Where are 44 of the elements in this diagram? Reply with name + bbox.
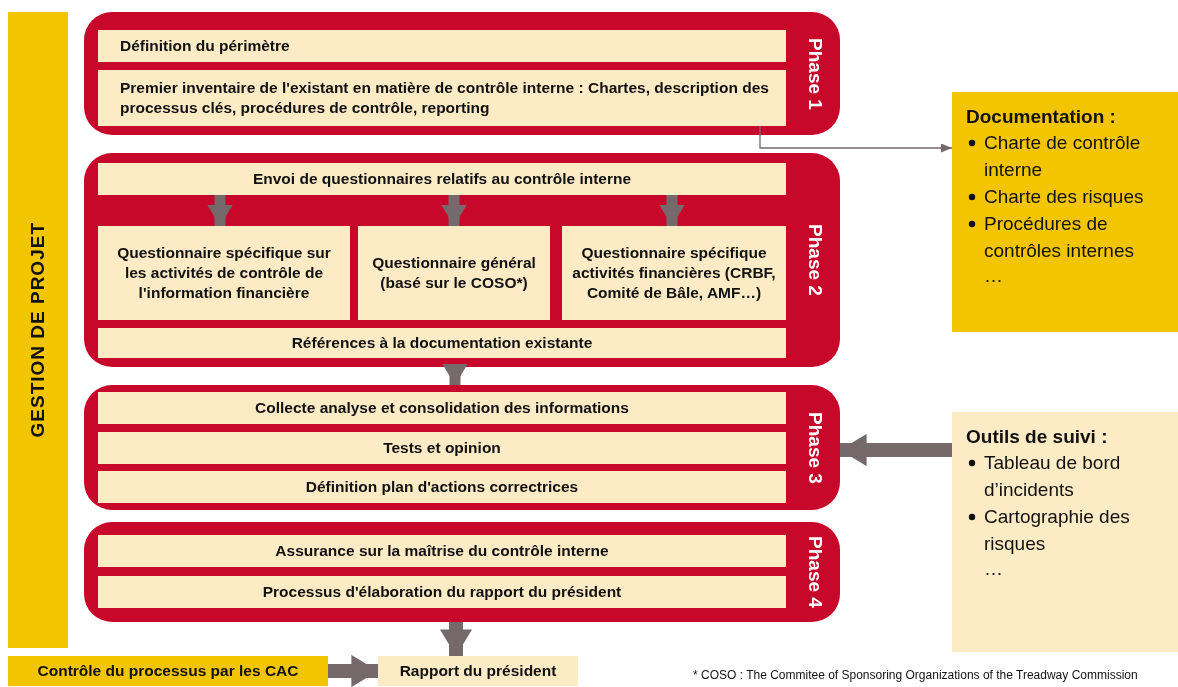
panel-heading: Outils de suivi : — [966, 426, 1109, 448]
arrow — [659, 195, 685, 226]
phase-panel — [84, 385, 840, 510]
process-step: Premier inventaire de l'existant en matière de contrôle interne : Chartes, description des processus clés, procédures de contrôle, reporting — [98, 70, 786, 126]
arrow — [840, 433, 952, 467]
ellipsis-text: … — [983, 264, 1004, 287]
process-step: Définition du périmètre — [98, 30, 786, 62]
ellipsis-text: … — [983, 557, 1004, 580]
process-step: Questionnaire spécifique activités financières (CRBF, Comité de Bâle, AMF…) — [562, 226, 786, 320]
note-panel — [952, 92, 1178, 332]
arrow — [442, 364, 468, 385]
phase-title: Phase 1 — [804, 37, 826, 110]
process-step: Rapport du président — [378, 656, 578, 686]
arrow — [759, 125, 953, 153]
list-item: Cartographie des risques — [984, 504, 1131, 556]
list-item: Charte des risques — [984, 184, 1144, 209]
process-step: Tests et opinion — [98, 432, 786, 464]
phase-title: Phase 4 — [804, 536, 826, 608]
band-title: GESTION DE PROJET — [27, 222, 49, 438]
footnote: * COSO : The Commitee of Sponsoring Organizations of the Treadway Commission — [693, 668, 1138, 682]
list-item: Tableau de bord d’incidents — [984, 451, 1122, 502]
process-step: Références à la documentation existante — [98, 328, 786, 358]
process-step: Questionnaire spécifique sur les activités de contrôle de l'information financière — [98, 226, 350, 320]
process-step: Assurance sur la maîtrise du contrôle interne — [98, 535, 786, 567]
project-band — [8, 12, 68, 648]
process-step: Définition plan d'actions correctrices — [98, 471, 786, 503]
phase-panel — [84, 153, 840, 367]
process-step: Questionnaire général (basé sur le COSO*) — [358, 226, 550, 320]
list-item: Procédures de contrôles internes — [984, 211, 1135, 263]
process-step: Collecte analyse et consolidation des informations — [98, 392, 786, 424]
phase-title: Phase 3 — [804, 411, 826, 484]
panel-heading: Documentation : — [966, 106, 1117, 128]
phase-panel — [84, 12, 840, 135]
process-step: Processus d'élaboration du rapport du président — [98, 576, 786, 608]
list-item: Charte de contrôle interne — [984, 131, 1142, 182]
process-step: Contrôle du processus par les CAC — [8, 656, 328, 686]
note-panel — [952, 412, 1178, 652]
process-step: Envoi de questionnaires relatifs au contrôle interne — [98, 163, 786, 195]
arrow — [207, 195, 233, 226]
phase-title: Phase 2 — [804, 224, 826, 296]
arrow — [439, 622, 473, 656]
arrow — [328, 654, 378, 687]
phase-panel — [84, 522, 840, 622]
arrow — [441, 195, 467, 226]
